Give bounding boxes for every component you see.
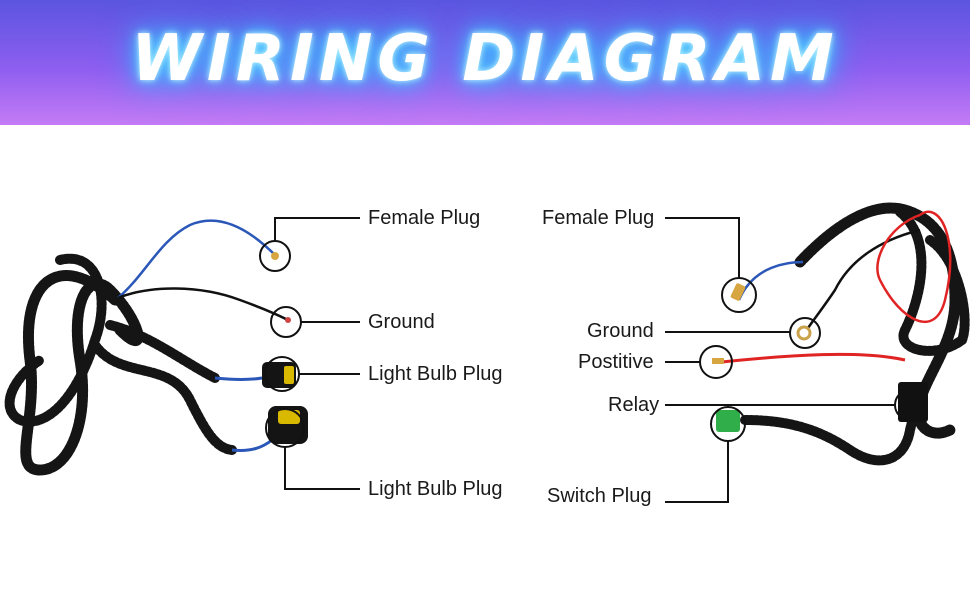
callout-circle-right-positive xyxy=(699,345,733,379)
left-loom-branch-1 xyxy=(105,320,220,383)
right-loom-switch xyxy=(740,387,923,466)
right-black-ground-wire xyxy=(806,228,921,329)
callout-circle-right-female xyxy=(721,277,757,313)
left-black-ground-wire xyxy=(117,287,289,322)
left-callouts xyxy=(259,217,360,490)
label-right-female-plug: Female Plug xyxy=(542,207,655,229)
relay-box xyxy=(898,382,928,422)
label-right-switch-plug: Switch Plug xyxy=(547,485,652,507)
callout-line-right-female xyxy=(665,217,740,278)
left-loom-main xyxy=(20,270,144,476)
header-banner: WIRING DIAGRAM xyxy=(0,0,970,125)
callout-line-left-female xyxy=(274,217,360,241)
label-left-ground: Ground xyxy=(368,311,435,333)
right-harness xyxy=(712,202,970,466)
right-positive-terminal xyxy=(712,358,724,364)
right-red-wire-loop xyxy=(876,210,952,323)
left-ground-terminal xyxy=(285,317,291,323)
left-bulb-plug-1-insert xyxy=(284,366,294,384)
right-red-positive-wire xyxy=(721,352,906,364)
callout-circle-right-ground xyxy=(789,317,821,349)
left-female-terminal xyxy=(271,252,279,260)
left-blue-bulb-wire-2 xyxy=(231,438,273,452)
right-loom-loop-2 xyxy=(895,207,970,356)
right-callouts xyxy=(665,217,926,503)
label-right-positive: Postitive xyxy=(578,351,654,373)
left-blue-wire xyxy=(117,219,276,299)
left-blue-bulb-wire-1 xyxy=(214,376,263,381)
switch-plug xyxy=(716,410,740,432)
label-left-female-plug: Female Plug xyxy=(368,207,481,229)
callout-line-right-switch xyxy=(665,441,729,503)
right-female-terminal xyxy=(730,283,746,301)
left-loom-loop-2 xyxy=(4,253,107,427)
label-right-ground: Ground xyxy=(587,320,654,342)
left-harness xyxy=(4,219,308,476)
right-ground-ring xyxy=(796,325,812,341)
callout-line-left-bulb-2 xyxy=(284,447,360,490)
left-loom-branch-2 xyxy=(90,340,237,455)
label-left-bulb-plug-2: Light Bulb Plug xyxy=(368,478,503,500)
label-left-bulb-plug-1: Light Bulb Plug xyxy=(368,363,503,385)
callout-circle-right-relay xyxy=(894,389,926,421)
page-title: WIRING DIAGRAM xyxy=(131,22,839,96)
label-right-relay: Relay xyxy=(608,394,660,416)
